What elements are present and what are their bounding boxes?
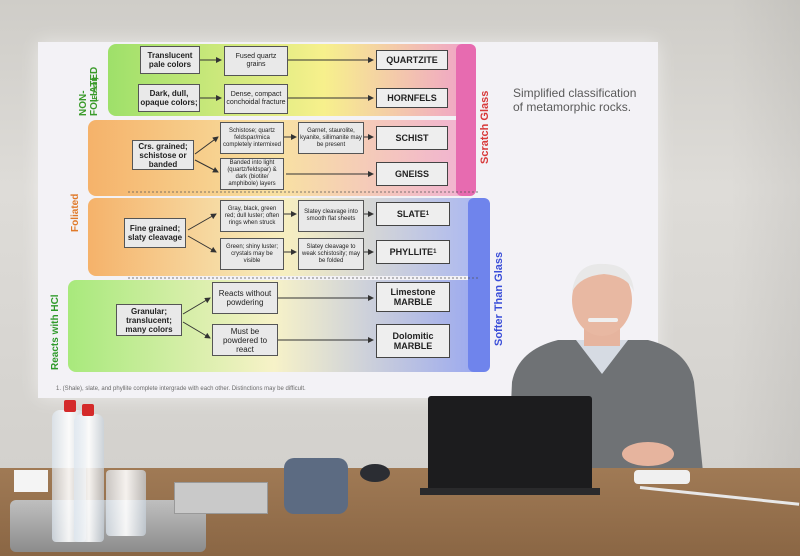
wall-corner-shadow bbox=[730, 0, 800, 470]
char-granular: Granular; translucent; many colors bbox=[116, 304, 182, 336]
detail-dolomitic-marble: Must be powdered to react bbox=[212, 324, 278, 356]
foliated-label: Foliated bbox=[70, 193, 81, 232]
rock-hornfels: HORNFELS bbox=[376, 88, 448, 108]
laptop-base bbox=[420, 488, 600, 495]
detail-quartzite: Fused quartz grains bbox=[224, 46, 288, 76]
char-coarse-grained: Crs. grained; schistose or banded bbox=[132, 140, 194, 170]
softer-than-glass-strip bbox=[468, 198, 490, 372]
bottle-cap-2 bbox=[82, 404, 94, 416]
white-box bbox=[14, 470, 48, 492]
slide-footnote: 1. (Shale), slate, and phyllite complete… bbox=[56, 386, 306, 392]
mouse bbox=[360, 464, 390, 482]
detail-hornfels: Dense, compact conchoidal fracture bbox=[224, 84, 288, 114]
char-dark-dull: Dark, dull, opaque colors; bbox=[138, 84, 200, 112]
pouch bbox=[284, 458, 348, 514]
detail-gneiss: Banded into light (quartz/feldspar) & da… bbox=[220, 158, 284, 190]
detail-limestone-marble: Reacts without powdering bbox=[212, 282, 278, 314]
water-bottle-2 bbox=[74, 414, 104, 542]
rock-dolomitic-marble: Dolomitic MARBLE bbox=[376, 324, 450, 358]
remote bbox=[634, 470, 690, 484]
scratch-glass-label: Scratch Glass bbox=[479, 90, 491, 164]
detail-schist-1: Schistose; quartz feldspar/mica complete… bbox=[220, 122, 284, 154]
rock-gneiss: GNEISS bbox=[376, 162, 448, 186]
notebook bbox=[174, 482, 268, 514]
scratch-glass-strip bbox=[456, 44, 476, 196]
detail-schist-2: Garnet, staurolite, kyanite, sillimanite… bbox=[298, 122, 364, 154]
glass bbox=[106, 470, 146, 536]
projected-slide: NON-FOLIATED (Fossil) Foliated Reacts wi… bbox=[38, 42, 658, 398]
reacts-hcl-label: Reacts with HCl bbox=[50, 294, 61, 370]
char-fine-grained: Fine grained; slaty cleavage bbox=[124, 218, 186, 248]
slide-caption: Simplified classification of metamorphic… bbox=[513, 86, 637, 114]
laptop-screen bbox=[428, 396, 592, 492]
detail-slate-2: Slatey cleavage into smooth flat sheets bbox=[298, 200, 364, 232]
rock-quartzite: QUARTZITE bbox=[376, 50, 448, 70]
detail-phyllite-2: Slatey cleavage to weak schistosity; may… bbox=[298, 238, 364, 270]
detail-phyllite-1: Green; shiny luster; crystals may be vis… bbox=[220, 238, 284, 270]
detail-slate-1: Gray, black, green red; dull luster; oft… bbox=[220, 200, 284, 232]
rock-limestone-marble: Limestone MARBLE bbox=[376, 282, 450, 312]
char-translucent: Translucent pale colors bbox=[140, 46, 200, 74]
non-foliated-sub-label: (Fossil) bbox=[92, 77, 99, 102]
bottle-cap-1 bbox=[64, 400, 76, 412]
rock-schist: SCHIST bbox=[376, 126, 448, 150]
